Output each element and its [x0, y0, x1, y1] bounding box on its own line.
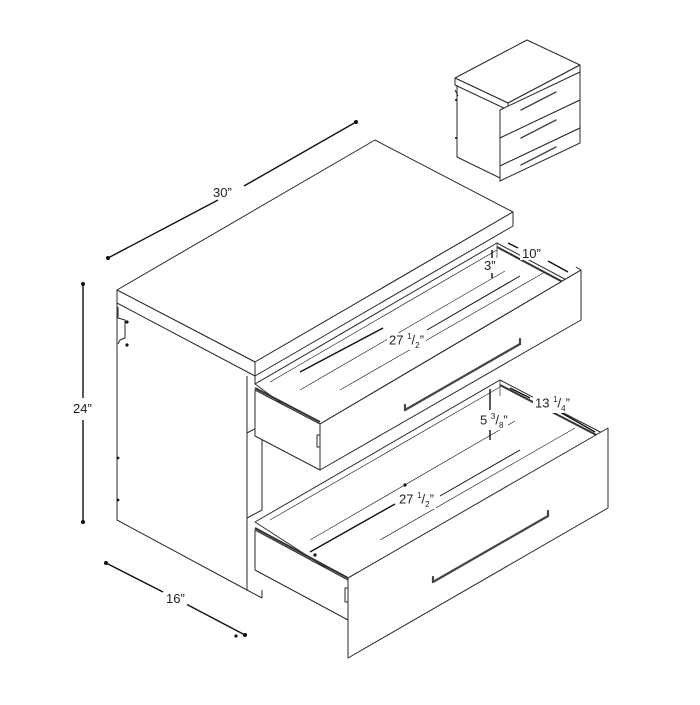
- top-drawer-length-whole: 27: [389, 332, 404, 348]
- top-drawer-width-value: 10”: [522, 246, 541, 261]
- width-dimension-label: 30”: [211, 186, 234, 199]
- bottom-drawer-height-whole: 5: [480, 412, 488, 428]
- bottom-drawer-width-den: 4: [561, 403, 566, 413]
- top-drawer-length-num: 1: [407, 332, 412, 341]
- height-value: 24”: [73, 401, 92, 416]
- bottom-drawer-length-unit: ”: [429, 491, 434, 507]
- dimension-lines: [81, 120, 596, 637]
- top-drawer-length-unit: ”: [419, 332, 424, 348]
- bottom-drawer-length-den: 2: [425, 499, 430, 509]
- width-value: 30”: [213, 185, 232, 200]
- depth-dimension-label: 16”: [164, 592, 187, 605]
- depth-value: 16”: [166, 591, 185, 606]
- bottom-drawer-width-num: 1: [553, 395, 558, 404]
- top-drawer-length-den: 2: [415, 340, 420, 350]
- bottom-drawer-width-unit: ”: [565, 395, 570, 411]
- bottom-drawer-height-num: 3: [490, 412, 496, 421]
- top-drawer-height-value: 3”: [484, 258, 496, 273]
- bottom-drawer-length-num: 1: [417, 491, 422, 500]
- bottom-drawer-length-label: 27 1/2”: [397, 491, 436, 509]
- top-drawer-height-label: 3”: [484, 259, 496, 272]
- height-dimension-label: 24”: [71, 402, 94, 415]
- bottom-drawer-width-label: 13 1/4”: [533, 395, 572, 413]
- thumbnail-cabinet: [454, 39, 581, 182]
- bottom-drawer-length-whole: 27: [399, 491, 414, 507]
- bottom-drawer-width-whole: 13: [535, 395, 550, 411]
- top-drawer-length-label: 27 1/2”: [387, 332, 426, 350]
- top-drawer-width-label: 10”: [520, 247, 543, 260]
- bottom-drawer: [234, 379, 609, 659]
- bottom-drawer-height-den: 8: [498, 420, 504, 430]
- bottom-drawer-height-label: 5 3/8”: [480, 412, 508, 430]
- bottom-drawer-height-unit: ”: [503, 412, 508, 428]
